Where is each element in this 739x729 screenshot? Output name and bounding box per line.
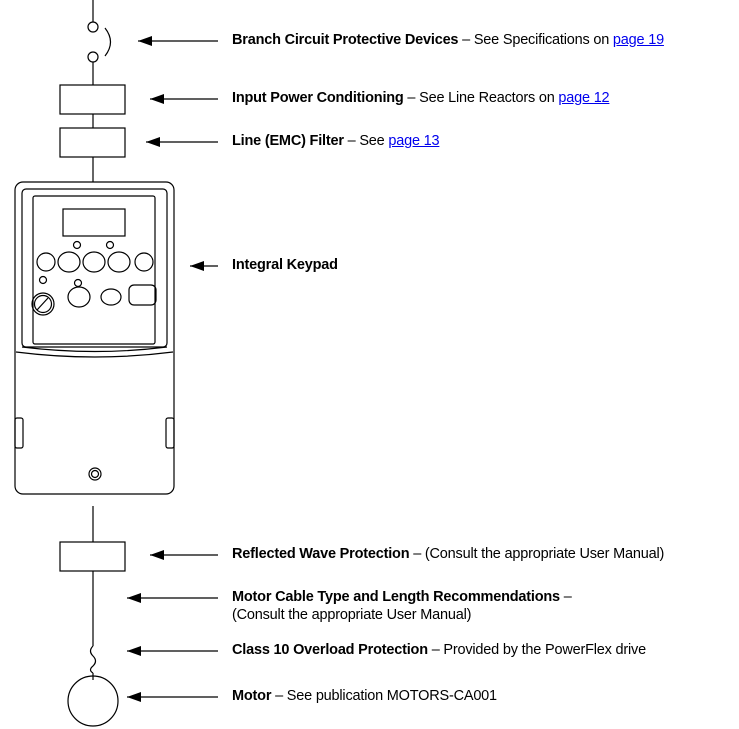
page-link[interactable]: page 19 <box>612 32 664 48</box>
label-title: Motor Cable Type and Length Recommendati… <box>232 589 560 605</box>
key-2 <box>57 251 81 273</box>
label-title: Class 10 Overload Protection <box>232 642 428 658</box>
display-window <box>62 208 126 237</box>
hinge-left <box>14 417 24 449</box>
label-motor-cable: Motor Cable Type and Length Recommendati… <box>232 589 572 623</box>
breaker-contact-top <box>87 21 99 33</box>
label-title: Motor <box>232 688 272 704</box>
label-title: Input Power Conditioning <box>232 90 404 106</box>
page-link[interactable]: page 12 <box>558 90 610 106</box>
breaker-arc <box>104 27 112 57</box>
key-6 <box>67 286 91 308</box>
label-input-power: Input Power Conditioning – See Line Reac… <box>232 90 610 106</box>
panel-divider <box>15 351 174 358</box>
indicator-led-1 <box>72 240 82 250</box>
drive-body <box>14 181 175 495</box>
indicator-led-4 <box>73 278 83 288</box>
label-keypad: Integral Keypad <box>232 256 338 274</box>
label-title: Integral Keypad <box>232 257 338 273</box>
key-7 <box>100 288 122 306</box>
hinge-right <box>165 417 175 449</box>
label-overload: Class 10 Overload Protection – Provided … <box>232 642 646 658</box>
breaker-contact-bottom <box>87 51 99 63</box>
label-branch-circuit: Branch Circuit Protective Devices – See … <box>232 32 664 48</box>
label-reflected-wave: Reflected Wave Protection – (Consult the… <box>232 546 665 562</box>
keypad-panel <box>32 195 156 345</box>
indicator-led-2 <box>105 240 115 250</box>
input-power-box <box>59 84 126 115</box>
motor-icon <box>67 675 119 727</box>
reflected-wave-box <box>59 541 126 572</box>
panel-divider-inner <box>21 346 168 353</box>
key-1 <box>36 252 56 272</box>
label-motor: Motor – See publication MOTORS-CA001 <box>232 688 497 704</box>
line-filter-box <box>59 127 126 158</box>
label-title: Line (EMC) Filter <box>232 133 344 149</box>
key-4 <box>107 251 131 273</box>
drive-front-panel <box>21 188 168 348</box>
key-3 <box>82 251 106 273</box>
label-title: Reflected Wave Protection <box>232 546 410 562</box>
page-link[interactable]: page 13 <box>388 133 440 149</box>
potentiometer-icon <box>31 292 55 316</box>
label-line-filter: Line (EMC) Filter – See page 13 <box>232 133 440 149</box>
key-8 <box>128 284 157 306</box>
overload-coil <box>89 645 97 674</box>
screw-icon <box>88 467 102 481</box>
key-5 <box>134 252 154 272</box>
indicator-led-3 <box>38 275 48 285</box>
label-title: Branch Circuit Protective Devices <box>232 32 459 48</box>
